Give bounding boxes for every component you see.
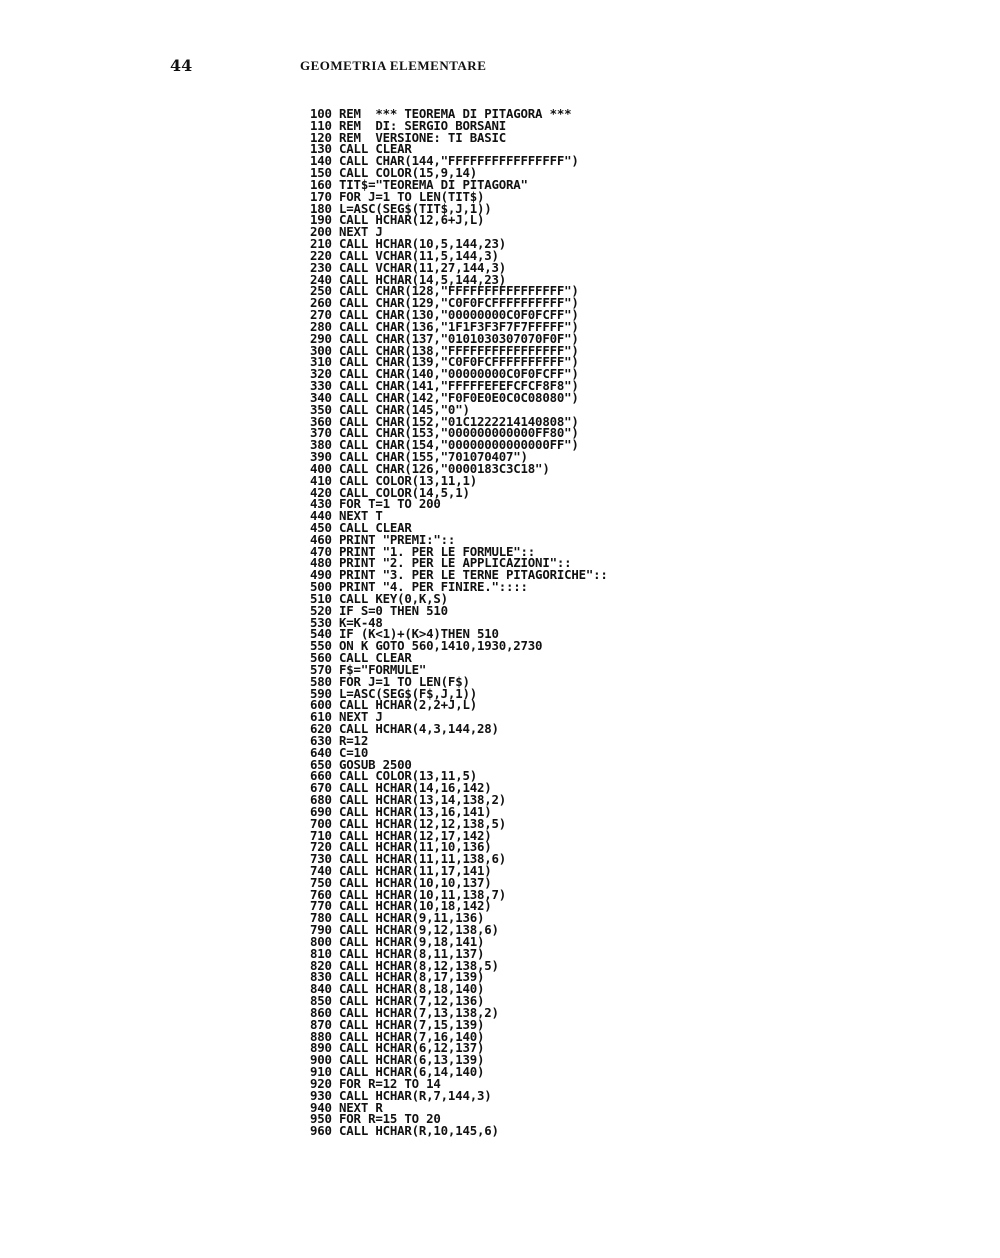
code-line: 890 CALL HCHAR(6,12,137) bbox=[310, 1040, 485, 1056]
code-line: 580 FOR J=1 TO LEN(F$) bbox=[310, 673, 470, 689]
code-line: 680 CALL HCHAR(13,14,138,2) bbox=[310, 792, 507, 808]
code-line: 140 CALL CHAR(144,"FFFFFFFFFFFFFFFF") bbox=[310, 153, 579, 169]
code-line: 640 C=10 bbox=[310, 744, 369, 760]
code-line: 910 CALL HCHAR(6,14,140) bbox=[310, 1064, 485, 1080]
code-line: 560 CALL CLEAR bbox=[310, 650, 412, 666]
code-line: 410 CALL COLOR(13,11,1) bbox=[310, 472, 477, 488]
code-line: 360 CALL CHAR(152,"01C1222214140808") bbox=[310, 413, 579, 429]
code-line: 960 CALL HCHAR(R,10,145,6) bbox=[310, 1123, 499, 1139]
code-line: 190 CALL HCHAR(12,6+J,L) bbox=[310, 212, 485, 228]
code-line: 230 CALL VCHAR(11,27,144,3) bbox=[310, 259, 507, 275]
code-line: 870 CALL HCHAR(7,15,139) bbox=[310, 1016, 485, 1032]
code-line: 800 CALL HCHAR(9,18,141) bbox=[310, 933, 485, 949]
code-line: 480 PRINT "2. PER LE APPLICAZIONI":: bbox=[310, 555, 572, 571]
code-line: 210 CALL HCHAR(10,5,144,23) bbox=[310, 236, 507, 252]
code-line: 240 CALL HCHAR(14,5,144,23) bbox=[310, 271, 507, 287]
code-line: 790 CALL HCHAR(9,12,138,6) bbox=[310, 922, 499, 938]
code-line: 700 CALL HCHAR(12,12,138,5) bbox=[310, 815, 507, 831]
code-line: 110 REM DI: SERGIO BORSANI bbox=[310, 117, 507, 133]
code-line: 520 IF S=0 THEN 510 bbox=[310, 602, 448, 618]
code-line: 530 K=K-48 bbox=[310, 614, 383, 630]
code-line: 610 NEXT J bbox=[310, 709, 383, 725]
code-line: 330 CALL CHAR(141,"FFFFFEFEFCFCF8F8") bbox=[310, 378, 579, 394]
code-line: 840 CALL HCHAR(8,18,140) bbox=[310, 981, 485, 997]
code-line: 690 CALL HCHAR(13,16,141) bbox=[310, 803, 492, 819]
code-line: 350 CALL CHAR(145,"0") bbox=[310, 401, 470, 417]
code-line: 460 PRINT "PREMI:":: bbox=[310, 531, 456, 547]
code-line: 130 CALL CLEAR bbox=[310, 141, 412, 157]
code-line: 420 CALL COLOR(14,5,1) bbox=[310, 484, 470, 500]
code-line: 430 FOR T=1 TO 200 bbox=[310, 496, 441, 512]
code-line: 120 REM VERSIONE: TI BASIC bbox=[310, 129, 507, 145]
code-line: 470 PRINT "1. PER LE FORMULE":: bbox=[310, 543, 536, 559]
code-line: 280 CALL CHAR(136,"1F1F3F3F7F7FFFFF") bbox=[310, 318, 579, 334]
code-line: 750 CALL HCHAR(10,10,137) bbox=[310, 874, 492, 890]
code-line: 650 GOSUB 2500 bbox=[310, 756, 412, 772]
code-line: 940 NEXT R bbox=[310, 1099, 383, 1115]
code-line: 310 CALL CHAR(139,"C0F0FCFFFFFFFFFF") bbox=[310, 354, 579, 370]
code-line: 440 NEXT T bbox=[310, 508, 383, 524]
code-line: 660 CALL COLOR(13,11,5) bbox=[310, 768, 477, 784]
code-line: 320 CALL CHAR(140,"00000000C0F0FCFF") bbox=[310, 366, 579, 382]
code-line: 370 CALL CHAR(153,"000000000000FF80") bbox=[310, 425, 579, 441]
code-line: 500 PRINT "4. PER FINIRE.":::: bbox=[310, 579, 528, 595]
code-line: 850 CALL HCHAR(7,12,136) bbox=[310, 993, 485, 1009]
code-line: 510 CALL KEY(0,K,S) bbox=[310, 590, 448, 606]
code-line: 950 FOR R=15 TO 20 bbox=[310, 1111, 441, 1127]
code-line: 550 ON K GOTO 560,1410,1930,2730 bbox=[310, 638, 543, 654]
code-line: 160 TIT$="TEOREMA DI PITAGORA" bbox=[310, 176, 528, 192]
code-line: 100 REM *** TEOREMA DI PITAGORA *** bbox=[310, 106, 572, 121]
code-line: 880 CALL HCHAR(7,16,140) bbox=[310, 1028, 485, 1044]
code-line: 590 L=ASC(SEG$(F$,J,1)) bbox=[310, 685, 477, 701]
running-title: GEOMETRIA ELEMENTARE bbox=[300, 58, 487, 73]
code-line: 600 CALL HCHAR(2,2+J,L) bbox=[310, 697, 477, 713]
code-line: 670 CALL HCHAR(14,16,142) bbox=[310, 780, 492, 796]
code-line: 270 CALL CHAR(130,"00000000C0F0FCFF") bbox=[310, 307, 579, 323]
code-line: 780 CALL HCHAR(9,11,136) bbox=[310, 910, 485, 926]
code-line: 710 CALL HCHAR(12,17,142) bbox=[310, 827, 492, 843]
code-line: 150 CALL COLOR(15,9,14) bbox=[310, 165, 477, 181]
code-line: 740 CALL HCHAR(11,17,141) bbox=[310, 863, 492, 878]
code-line: 930 CALL HCHAR(R,7,144,3) bbox=[310, 1087, 492, 1103]
code-line: 380 CALL CHAR(154,"00000000000000FF") bbox=[310, 437, 579, 453]
code-line: 180 L=ASC(SEG$(TIT$,J,1)) bbox=[310, 200, 492, 216]
code-line: 450 CALL CLEAR bbox=[310, 519, 412, 535]
code-line: 390 CALL CHAR(155,"701070407") bbox=[310, 449, 528, 465]
code-line: 730 CALL HCHAR(11,11,138,6) bbox=[310, 851, 507, 867]
code-line: 570 F$="FORMULE" bbox=[310, 661, 427, 677]
code-line: 720 CALL HCHAR(11,10,136) bbox=[310, 839, 492, 855]
code-line: 620 CALL HCHAR(4,3,144,28) bbox=[310, 721, 499, 737]
code-line: 250 CALL CHAR(128,"FFFFFFFFFFFFFFFF") bbox=[310, 283, 579, 299]
code-line: 630 R=12 bbox=[310, 732, 369, 748]
code-line: 260 CALL CHAR(129,"C0F0FCFFFFFFFFFF") bbox=[310, 295, 579, 311]
code-line: 490 PRINT "3. PER LE TERNE PITAGORICHE":… bbox=[310, 567, 608, 583]
code-line: 220 CALL VCHAR(11,5,144,3) bbox=[310, 247, 499, 263]
code-line: 900 CALL HCHAR(6,13,139) bbox=[310, 1052, 485, 1068]
code-line: 810 CALL HCHAR(8,11,137) bbox=[310, 945, 485, 961]
code-line: 540 IF (K<1)+(K>4)THEN 510 bbox=[310, 626, 499, 642]
code-line: 170 FOR J=1 TO LEN(TIT$) bbox=[310, 188, 485, 204]
code-line: 340 CALL CHAR(142,"F0F0E0E0C0C08080") bbox=[310, 389, 579, 405]
page-number: 44 bbox=[170, 56, 193, 75]
code-line: 770 CALL HCHAR(10,18,142) bbox=[310, 898, 492, 914]
basic-program-listing: 100 REM *** TEOREMA DI PITAGORA ***110 R… bbox=[310, 106, 608, 1139]
code-line: 200 NEXT J bbox=[310, 224, 383, 240]
code-line: 290 CALL CHAR(137,"0101030307070F0F") bbox=[310, 330, 579, 346]
code-line: 400 CALL CHAR(126,"0000183C3C18") bbox=[310, 460, 550, 476]
code-line: 820 CALL HCHAR(8,12,138,5) bbox=[310, 957, 499, 973]
code-line: 760 CALL HCHAR(10,11,138,7) bbox=[310, 886, 507, 902]
code-line: 860 CALL HCHAR(7,13,138,2) bbox=[310, 1004, 499, 1020]
code-line: 300 CALL CHAR(138,"FFFFFFFFFFFFFFFF") bbox=[310, 342, 579, 358]
code-line: 920 FOR R=12 TO 14 bbox=[310, 1075, 441, 1091]
code-line: 830 CALL HCHAR(8,17,139) bbox=[310, 969, 485, 985]
